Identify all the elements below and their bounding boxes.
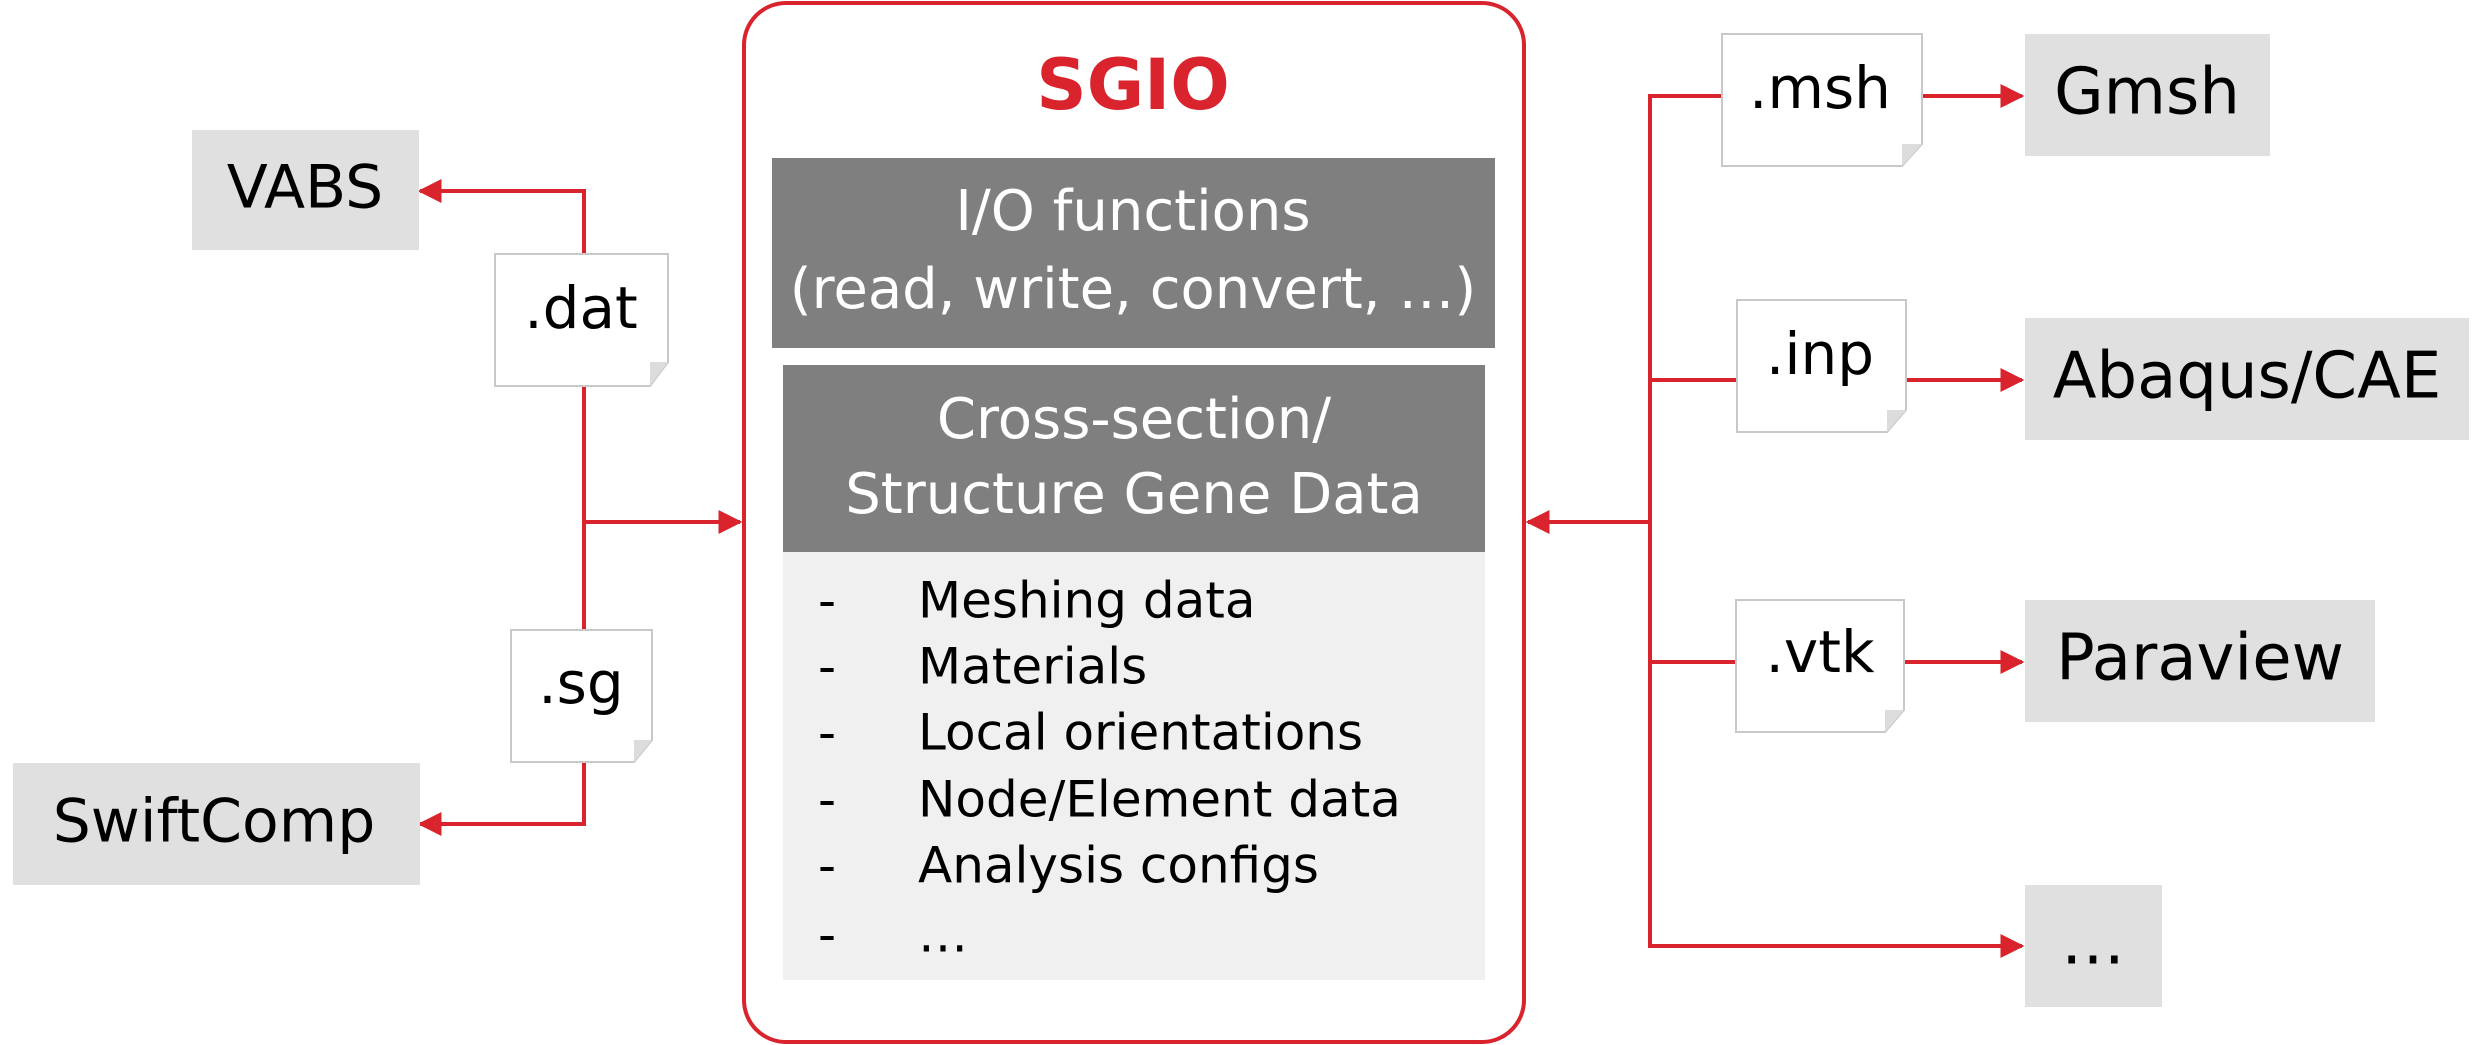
file-sg: .sg: [510, 629, 653, 763]
list-item-ellipsis: …: [918, 906, 968, 964]
data-items-list: - Meshing data - Materials - Local orien…: [783, 552, 1485, 980]
structure-gene-line2: Structure Gene Data: [845, 462, 1423, 527]
tool-gmsh-label: Gmsh: [2054, 56, 2240, 130]
io-functions-box: [772, 158, 1495, 348]
file-vtk: .vtk: [1735, 599, 1905, 733]
list-item-bullet: -: [818, 638, 836, 696]
tool-more: …: [2025, 885, 2162, 1007]
list-item-bullet: -: [818, 837, 836, 895]
tool-abaqus: Abaqus/CAE: [2025, 318, 2469, 440]
list-item-materials: Materials: [918, 638, 1147, 696]
io-functions-line2: (read, write, convert, …): [790, 257, 1477, 322]
tool-swiftcomp-label: SwiftComp: [53, 787, 376, 857]
right-connectors: [1525, 84, 2025, 958]
file-sg-label: .sg: [538, 649, 623, 717]
sgio-title: SGIO: [1036, 44, 1229, 126]
file-sg-fold: [634, 740, 652, 762]
file-msh-fold: [1902, 144, 1922, 166]
list-item-analysis-configs: Analysis configs: [918, 837, 1319, 895]
tool-swiftcomp-box: [13, 763, 420, 885]
tool-paraview-box: [2025, 600, 2375, 722]
connector-to-swiftcomp: [417, 522, 586, 836]
trunk-right: [1648, 94, 2025, 958]
list-item-local-orientations: Local orientations: [918, 704, 1363, 762]
structure-gene-line1: Cross-section/: [937, 387, 1331, 452]
list-item-meshing-data: Meshing data: [918, 572, 1255, 630]
tool-gmsh: Gmsh: [2025, 34, 2270, 156]
file-dat-label: .dat: [524, 274, 638, 342]
file-inp: .inp: [1736, 299, 1907, 433]
io-functions-band: I/O functions (read, write, convert, …): [772, 158, 1495, 348]
tool-vabs: VABS: [192, 130, 419, 250]
tool-paraview-label: Paraview: [2056, 622, 2344, 696]
list-item-bullet: -: [818, 572, 836, 630]
tool-paraview: Paraview: [2025, 600, 2375, 722]
tool-vabs-label: VABS: [227, 153, 383, 223]
sgio-core: SGIO I/O functions (read, write, convert…: [742, 1, 1526, 1044]
connector-to-vabs: [417, 179, 586, 522]
file-inp-fold: [1887, 410, 1906, 432]
list-item-bullet: -: [818, 704, 836, 762]
tool-more-label: …: [2061, 906, 2125, 980]
tool-abaqus-label: Abaqus/CAE: [2053, 340, 2442, 414]
tool-abaqus-box: [2025, 318, 2469, 440]
file-inp-label: .inp: [1766, 320, 1874, 388]
file-vtk-fold: [1885, 710, 1904, 732]
structure-gene-box: [783, 365, 1485, 552]
list-item-bullet: -: [818, 906, 836, 964]
left-connectors: [417, 179, 743, 836]
tool-gmsh-box: [2025, 34, 2270, 156]
file-vtk-label: .vtk: [1765, 618, 1875, 686]
tool-vabs-box: [192, 130, 419, 250]
structure-gene-band: Cross-section/ Structure Gene Data: [783, 365, 1485, 552]
data-items-panel: [783, 552, 1485, 980]
file-dat: .dat: [494, 253, 669, 387]
file-msh-label: .msh: [1749, 54, 1891, 122]
list-item-bullet: -: [818, 771, 836, 829]
tool-more-box: [2025, 885, 2162, 1007]
io-functions-line1: I/O functions: [955, 179, 1310, 244]
list-item-node-element-data: Node/Element data: [918, 771, 1401, 829]
tool-swiftcomp: SwiftComp: [13, 763, 420, 885]
file-msh: .msh: [1721, 33, 1923, 167]
file-dat-fold: [650, 362, 668, 386]
